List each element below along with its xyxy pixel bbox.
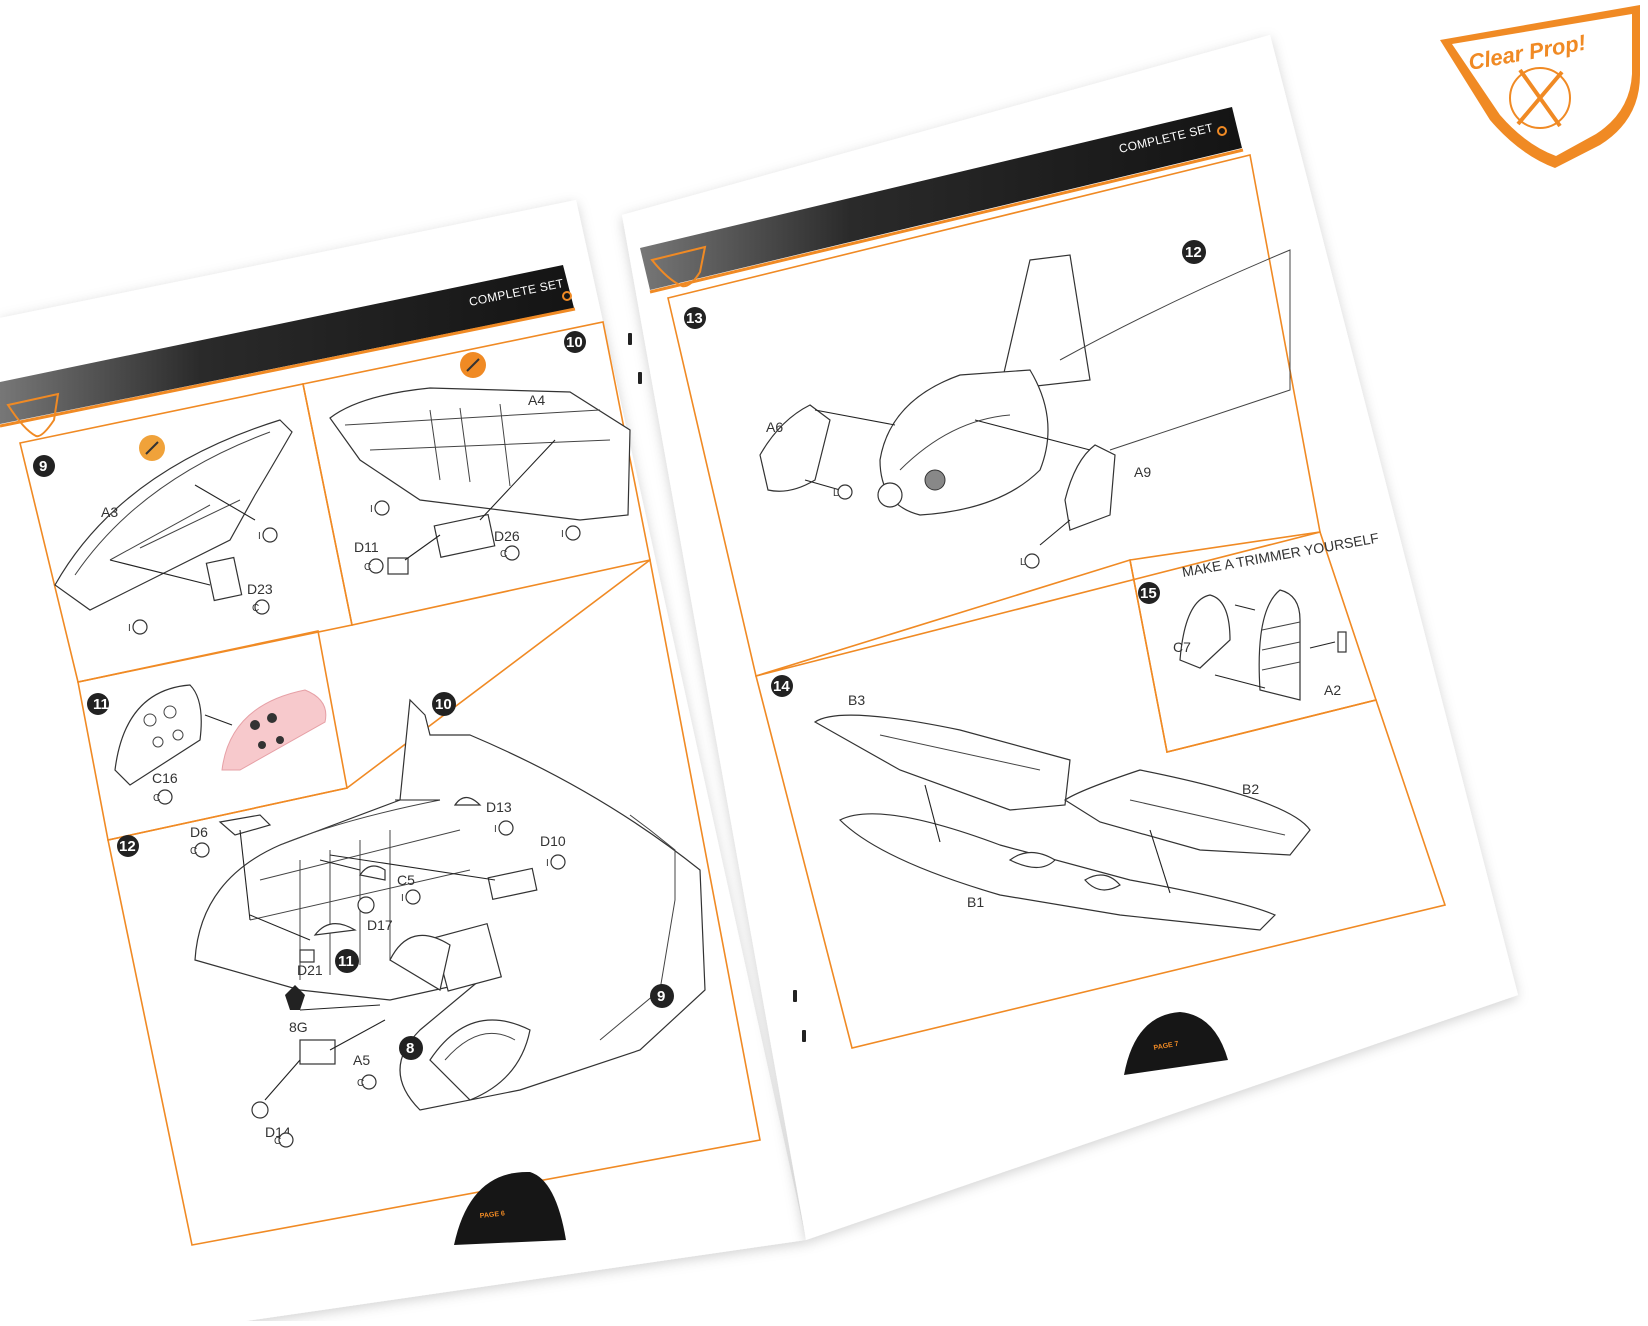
step15-number: 15: [1140, 585, 1157, 602]
ref-marker-10: 10: [435, 696, 452, 713]
code-label: I: [494, 824, 497, 835]
header-dot-icon: [562, 291, 572, 301]
left-page-tab: [454, 1171, 566, 1245]
step11-number: 11: [93, 696, 109, 713]
nose-section: [879, 369, 1049, 516]
part-C5: C5: [397, 872, 415, 888]
ref-marker-11: 11: [338, 953, 354, 970]
part-D11: D11: [354, 539, 379, 555]
ref-marker-8: 8: [406, 1040, 414, 1057]
part-A4: A4: [528, 392, 545, 408]
step12-number: 12: [119, 838, 136, 855]
code-label: L: [1020, 557, 1026, 568]
right-mini-logo: [650, 245, 707, 288]
brand-logo: Clear Prop!: [1440, 5, 1640, 168]
left-page: COMPLETE SET 9 A3 D23: [0, 200, 806, 1321]
part-B3: B3: [848, 692, 865, 708]
code-label: I: [128, 623, 131, 634]
code-label: C: [252, 603, 259, 614]
code-label: I: [258, 531, 261, 542]
part-C16: C16: [152, 770, 178, 786]
left-header-band: [0, 265, 574, 424]
part-A2-drawing: [1258, 589, 1301, 701]
binding-staples: [628, 333, 806, 1042]
step10-group: 10 A4 D11 D26 I C C I: [329, 331, 631, 575]
wing-B1: [838, 813, 1277, 931]
part-B1: B1: [967, 894, 984, 910]
part-D23: D23: [247, 581, 273, 597]
header-dot-icon: [1217, 126, 1227, 136]
step14-frame: [755, 558, 1447, 1049]
step11-group: 11 C16 C: [87, 684, 327, 805]
step9-group: 9 A3 D23 C I I: [33, 419, 293, 635]
code-label: C: [500, 549, 507, 560]
part-A5: A5: [353, 1052, 370, 1068]
step14-group: 14 B3 B2 B1: [771, 675, 1311, 931]
step9-number: 9: [39, 458, 47, 475]
fuselage-drawing: [194, 698, 706, 1111]
code-label: I: [401, 893, 404, 904]
part-A9: A9: [1134, 464, 1151, 480]
part-A6: A6: [766, 419, 783, 435]
code-label: C: [364, 562, 371, 573]
part-8G: 8G: [289, 1019, 308, 1035]
ref-circle-icon: [254, 599, 270, 615]
instrument-decal: [221, 689, 327, 771]
ref-circle-icon: [262, 527, 278, 543]
wing-B3: [813, 714, 1071, 811]
part-C7-drawing: [1179, 594, 1231, 669]
code-label: I: [561, 529, 564, 540]
instrument-panel: [114, 684, 202, 786]
part-D17: D17: [367, 917, 393, 933]
right-header-band: [640, 107, 1242, 290]
step13-number: 13: [686, 310, 703, 327]
code-label: C: [274, 1136, 281, 1147]
code-label: C: [190, 846, 197, 857]
part-A9-drawing: [1064, 444, 1116, 531]
propeller-icon: [1509, 67, 1571, 129]
part-B2: B2: [1242, 781, 1259, 797]
right-page: COMPLETE SET 13 12 A6 A9: [622, 35, 1518, 1240]
left-page-label: PAGE 6: [479, 1210, 505, 1220]
part-A3: A3: [101, 504, 118, 520]
code-label: I: [546, 858, 549, 869]
part-A6-drawing: [759, 404, 831, 492]
code-label: C: [357, 1078, 364, 1089]
right-page-label: PAGE 7: [1153, 1041, 1179, 1052]
step12-group: 12: [117, 692, 706, 1148]
part-C7: C7: [1173, 639, 1191, 655]
ref-marker-12: 12: [1185, 244, 1202, 261]
code-label: C: [153, 793, 160, 804]
part-D10: D10: [540, 833, 566, 849]
part-D13: D13: [486, 799, 512, 815]
part-D26: D26: [494, 528, 520, 544]
code-label: I: [370, 504, 373, 515]
left-step12-frame: [107, 558, 761, 1246]
right-page-tab: [1124, 1012, 1228, 1075]
step14-number: 14: [773, 678, 790, 695]
part-D21: D21: [297, 962, 323, 978]
step13-group: 13 12 A6 A9 L L: [684, 240, 1291, 569]
ref-marker-9: 9: [657, 988, 665, 1005]
left-mini-logo: [6, 392, 60, 438]
part-A2: A2: [1324, 682, 1341, 698]
part-D6: D6: [190, 824, 208, 840]
step10-number: 10: [566, 334, 583, 351]
code-label: L: [833, 488, 839, 499]
ref-circle-icon: [132, 619, 148, 635]
